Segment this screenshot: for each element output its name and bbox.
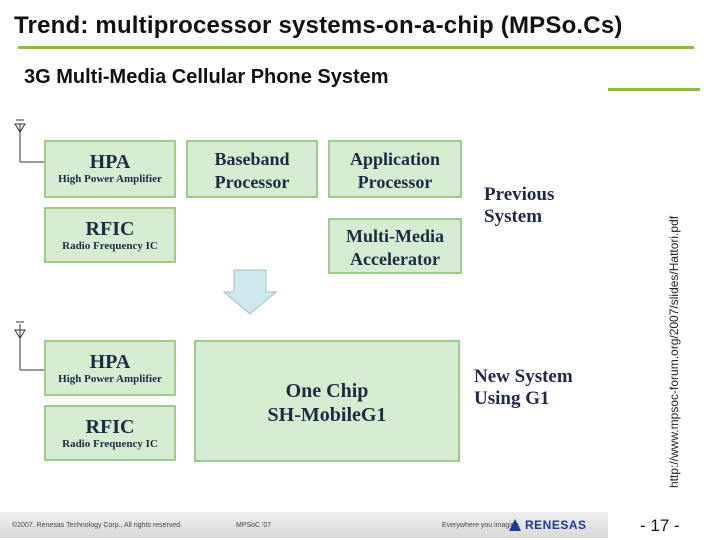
hpa-box-previous: HPA High Power Amplifier	[44, 140, 176, 198]
one-chip-box: One Chip SH-MobileG1	[194, 340, 460, 462]
hpa-subtitle: High Power Amplifier	[58, 373, 162, 385]
footer-bar	[0, 512, 608, 538]
hpa-subtitle: High Power Amplifier	[58, 173, 162, 185]
new-label-line2: Using G1	[474, 388, 550, 409]
title-underline	[18, 46, 694, 49]
rfic-subtitle: Radio Frequency IC	[62, 438, 158, 450]
rfic-box-previous: RFIC Radio Frequency IC	[44, 207, 176, 263]
baseband-line2: Processor	[214, 172, 290, 192]
footer-copyright: ©2007. Renesas Technology Corp., All rig…	[12, 522, 183, 529]
logo-mark-icon	[509, 519, 521, 531]
logo-text: RENESAS	[525, 518, 587, 532]
multimedia-line1: Multi-Media	[346, 226, 444, 246]
previous-label-line2: System	[484, 206, 543, 227]
previous-label-line1: Previous	[484, 184, 555, 205]
rfic-title: RFIC	[85, 416, 135, 438]
application-processor-box: Application Processor	[328, 140, 462, 198]
down-arrow-icon	[222, 269, 278, 315]
renesas-logo: RENESAS	[508, 516, 604, 534]
footer-tagline: Everywhere you imagine.	[442, 522, 521, 529]
rfic-subtitle: Radio Frequency IC	[62, 240, 158, 252]
source-url: http://www.mpsoc-forum.org/2007/slides/H…	[667, 215, 681, 488]
hpa-box-new: HPA High Power Amplifier	[44, 340, 176, 396]
new-system-label: New System Using G1	[474, 366, 573, 410]
subtitle-accent-line	[608, 88, 700, 91]
application-line1: Application	[349, 149, 441, 169]
multimedia-accelerator-box: Multi-Media Accelerator	[328, 218, 462, 274]
previous-system-label: Previous System	[484, 184, 554, 228]
hpa-title: HPA	[89, 151, 131, 173]
antenna-icon	[14, 321, 46, 371]
antenna-icon	[14, 119, 46, 163]
application-line2: Processor	[357, 172, 433, 192]
footer-event: MPSoC '07	[236, 522, 272, 529]
slide-title: Trend: multiprocessor systems-on-a-chip …	[14, 12, 623, 39]
one-chip-line1: One Chip	[285, 380, 369, 402]
baseband-line1: Baseband	[214, 149, 290, 169]
rfic-title: RFIC	[85, 218, 135, 240]
page-number: - 17 -	[640, 516, 680, 535]
diagram-subtitle: 3G Multi-Media Cellular Phone System	[24, 66, 389, 88]
baseband-processor-box: Baseband Processor	[186, 140, 318, 198]
one-chip-line2: SH-MobileG1	[267, 404, 387, 426]
rfic-box-new: RFIC Radio Frequency IC	[44, 405, 176, 461]
multimedia-line2: Accelerator	[350, 249, 440, 269]
hpa-title: HPA	[89, 351, 131, 373]
new-label-line1: New System	[474, 366, 573, 387]
